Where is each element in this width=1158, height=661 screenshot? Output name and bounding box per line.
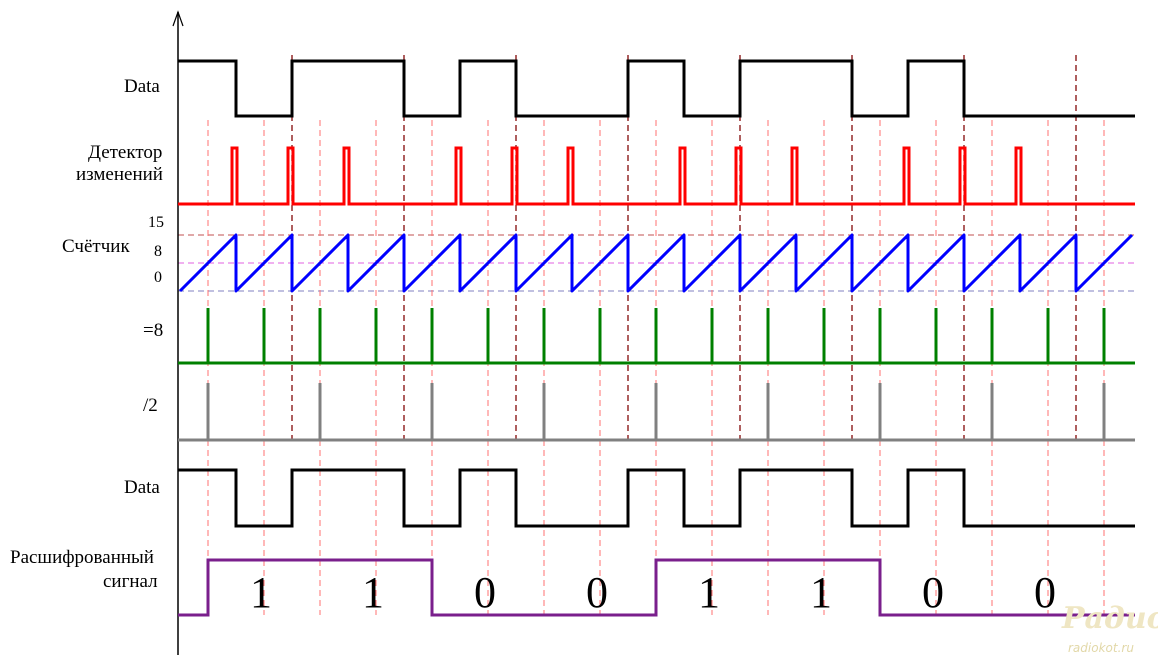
data-top-waveform: [178, 59, 1135, 118]
detector-label-line1: Детектор: [88, 142, 162, 163]
decoded-bits: 1 1 0 0 1 1 0 0: [250, 568, 1056, 617]
decoded-bit-label: 0: [1034, 568, 1056, 617]
decoded-bit-label: 0: [922, 568, 944, 617]
tick-label-8: 8: [154, 243, 162, 260]
watermark-brand: Радио КОТ: [1061, 601, 1158, 636]
tick-label-0: 0: [154, 269, 162, 286]
watermark-site: radiokot.ru: [1068, 641, 1134, 655]
decoded-bit-label: 1: [250, 568, 272, 617]
decoded-waveform: [178, 558, 1135, 617]
decoded-bit-label: 0: [586, 568, 608, 617]
detector-waveform: [178, 146, 1135, 206]
waveforms: [178, 59, 1135, 617]
div2-label: /2: [143, 395, 158, 416]
decoded-bit-label: 1: [810, 568, 832, 617]
data-bottom-label: Data: [124, 477, 160, 498]
eq8-label: =8: [143, 320, 163, 341]
detector-label-line2: изменений: [76, 164, 163, 185]
decoded-bit-label: 1: [698, 568, 720, 617]
decoded-bit-label: 1: [362, 568, 384, 617]
data-bottom-waveform: [178, 468, 1135, 528]
data-top-label: Data: [124, 76, 160, 97]
decoded-bit-label: 0: [474, 568, 496, 617]
counter-label: Счётчик: [62, 236, 130, 257]
y-axis: [172, 10, 184, 655]
tick-label-15: 15: [148, 214, 164, 231]
decoded-label-line2: сигнал: [103, 571, 158, 592]
decoded-label-line1: Расшифрованный: [10, 547, 154, 568]
counter-waveform: [178, 233, 1134, 293]
watermark-logo: Радио КОТ radiokot.ru: [1061, 601, 1158, 655]
